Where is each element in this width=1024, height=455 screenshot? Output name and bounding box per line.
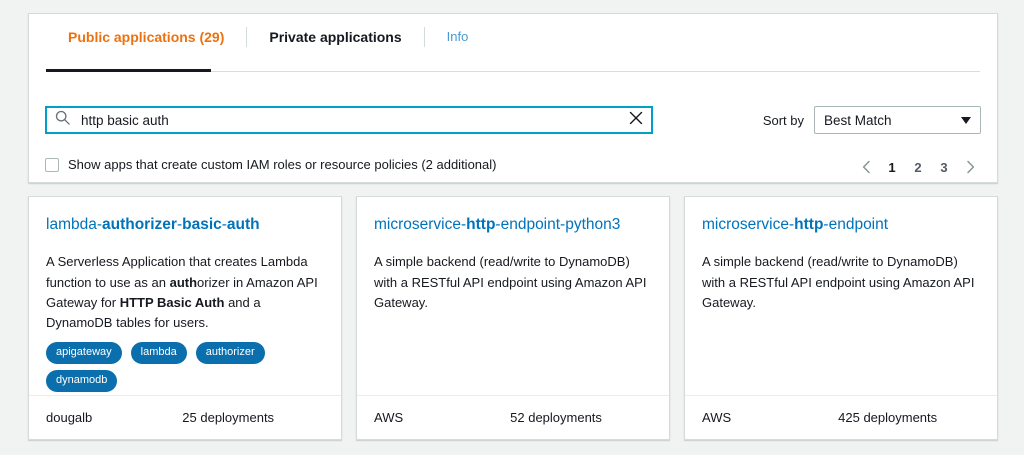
tab-public-applications-label: Public applications (29) — [68, 28, 225, 45]
card-footer: AWS 52 deployments — [357, 395, 669, 439]
tab-divider-2 — [423, 26, 425, 47]
application-deployments: 425 deployments — [838, 410, 938, 425]
application-deployments: 52 deployments — [510, 410, 602, 425]
search-panel: Public applications (29) Private applica… — [28, 13, 998, 183]
application-tags: apigateway lambda authorizer dynamodb — [46, 342, 329, 392]
application-tag[interactable]: dynamodb — [46, 370, 118, 392]
chevron-left-icon[interactable] — [853, 155, 879, 179]
application-description: A simple backend (read/write to DynamoDB… — [374, 254, 647, 310]
card-footer: dougalb 25 deployments — [29, 395, 341, 439]
search-row: Sort by Best Match — [29, 94, 997, 140]
tab-info-label: Info — [446, 29, 469, 44]
iam-filter-checkbox-wrapper[interactable]: Show apps that create custom IAM roles o… — [45, 157, 496, 172]
search-input[interactable] — [79, 111, 629, 129]
iam-filter-checkbox[interactable] — [45, 157, 59, 172]
sort-by-label: Sort by — [762, 112, 804, 128]
close-icon[interactable] — [629, 111, 643, 130]
tab-private-applications[interactable]: Private applications — [247, 15, 423, 59]
card-body: lambda-authorizer-basic-auth A Serverles… — [29, 197, 341, 333]
application-card[interactable]: microservice-http-endpoint A simple back… — [684, 196, 998, 440]
tab-bar: Public applications (29) Private applica… — [46, 14, 980, 59]
iam-filter-label: Show apps that create custom IAM roles o… — [68, 157, 497, 172]
application-tag[interactable]: apigateway — [46, 342, 122, 364]
application-card[interactable]: lambda-authorizer-basic-auth A Serverles… — [28, 196, 342, 440]
chevron-down-icon — [961, 116, 971, 124]
tab-info-link[interactable]: Info — [425, 15, 491, 59]
card-body: microservice-http-endpoint-python3 A sim… — [357, 197, 669, 313]
application-tag[interactable]: authorizer — [195, 342, 265, 364]
search-box[interactable] — [45, 106, 653, 134]
tab-private-applications-label: Private applications — [269, 28, 402, 45]
application-title-link[interactable]: microservice-http-endpoint — [702, 216, 889, 233]
card-body: microservice-http-endpoint A simple back… — [685, 197, 997, 313]
search-icon — [55, 110, 71, 130]
tab-public-applications[interactable]: Public applications (29) — [46, 15, 246, 59]
application-deployments: 25 deployments — [182, 410, 275, 425]
tab-divider-1 — [246, 26, 248, 47]
sort-control: Sort by Best Match — [763, 106, 981, 134]
application-tag[interactable]: lambda — [130, 342, 187, 364]
filter-row: Show apps that create custom IAM roles o… — [29, 147, 997, 183]
pagination: 1 2 3 — [853, 155, 983, 179]
card-footer: AWS 425 deployments — [685, 395, 997, 439]
sort-by-selected-value: Best Match — [824, 112, 892, 128]
application-author: AWS — [374, 410, 404, 425]
chevron-right-icon[interactable] — [957, 155, 983, 179]
application-author: AWS — [702, 410, 732, 425]
pagination-page-1[interactable]: 1 — [888, 159, 896, 175]
pagination-page-2[interactable]: 2 — [914, 159, 922, 175]
pagination-page-3[interactable]: 3 — [940, 159, 948, 175]
application-title-link[interactable]: microservice-http-endpoint-python3 — [374, 216, 621, 233]
tab-underline — [46, 71, 980, 72]
application-description: A simple backend (read/write to DynamoDB… — [702, 254, 975, 310]
application-description: A Serverless Application that creates La… — [46, 254, 318, 330]
sort-by-select[interactable]: Best Match — [814, 106, 981, 134]
application-cards: lambda-authorizer-basic-auth A Serverles… — [28, 196, 998, 440]
tab-active-indicator — [46, 69, 211, 72]
application-card[interactable]: microservice-http-endpoint-python3 A sim… — [356, 196, 670, 440]
application-author: dougalb — [46, 410, 93, 425]
application-title-link[interactable]: lambda-authorizer-basic-auth — [46, 216, 260, 233]
